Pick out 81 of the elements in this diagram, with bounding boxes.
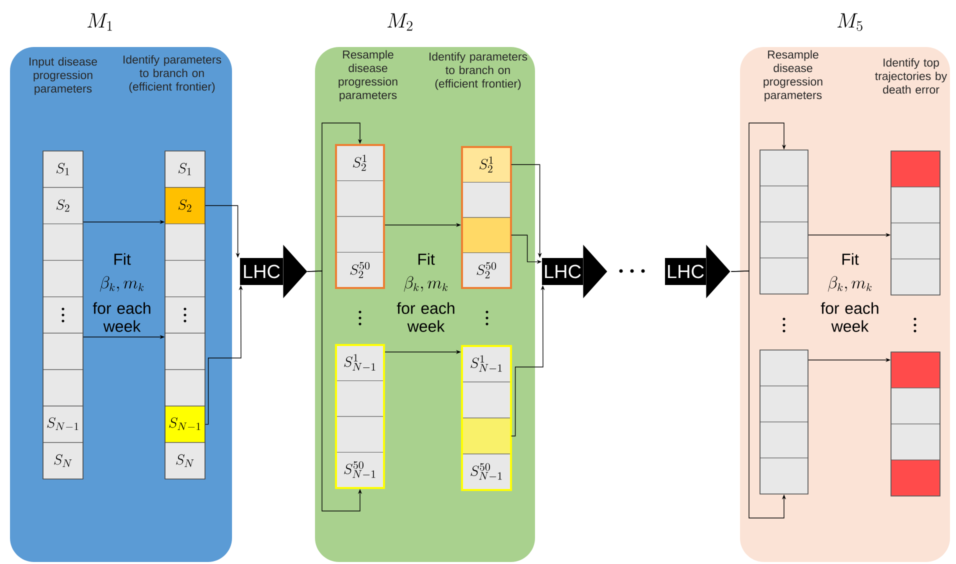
table-cell: $S_2^{50}$ — [336, 252, 384, 288]
table-cell — [890, 258, 940, 296]
cell-stack — [760, 350, 808, 494]
table-cell — [890, 352, 940, 388]
step-label: Fit — [114, 253, 131, 265]
table-cell: $S_N$ — [164, 442, 206, 480]
step-label: Fit — [418, 253, 435, 265]
cell-stack — [890, 150, 940, 296]
cell-stack — [760, 150, 808, 294]
step-label: Fit — [842, 253, 859, 265]
table-cell — [760, 386, 808, 422]
table-cell — [462, 217, 512, 254]
formula: $\beta_k,m_k$ — [828, 276, 872, 292]
table-cell — [760, 150, 808, 186]
table-cell — [462, 418, 512, 454]
table-cell — [336, 180, 384, 217]
table-cell — [760, 186, 808, 222]
table-cell: $S_2^1$ — [336, 144, 384, 182]
table-cell — [164, 332, 206, 370]
table-cell — [42, 260, 84, 298]
table-cell — [336, 380, 384, 417]
table-cell — [890, 460, 940, 496]
panel-heading: $M_5$ — [837, 13, 862, 31]
table-cell: $S_2$ — [42, 187, 84, 224]
cell-stack — [335, 344, 385, 489]
table-cell — [890, 222, 940, 260]
table-cell: $S_2^{50}$ — [462, 252, 512, 288]
table-cell — [760, 458, 808, 494]
table-cell — [336, 216, 384, 253]
cell-stack — [461, 345, 512, 491]
column-heading: Resample disease progression parameters — [338, 50, 398, 102]
cell-stack — [461, 146, 512, 289]
table-cell: $S_N$ — [42, 442, 84, 480]
table-cell — [42, 224, 84, 261]
table-cell: $S_{N-1}^1$ — [336, 344, 384, 382]
table-cell — [42, 296, 84, 334]
table-cell — [164, 296, 206, 334]
cell-stack — [335, 144, 385, 289]
table-cell — [890, 186, 940, 224]
table-cell — [462, 182, 512, 218]
table-cell: $S_{N-1}$ — [42, 406, 84, 443]
cell-stack — [164, 150, 206, 480]
table-cell — [164, 369, 206, 406]
table-cell: $S_{N-1}$ — [164, 406, 206, 443]
table-cell: $S_1$ — [164, 150, 206, 188]
table-cell — [462, 382, 512, 418]
step-label: for each week — [92, 302, 150, 332]
table-cell — [760, 350, 808, 386]
node-label: LHC — [545, 264, 581, 278]
table-cell: $S_{N-1}^{50}$ — [462, 454, 512, 490]
table-cell — [890, 424, 940, 460]
column-heading: Identify parameters to branch on (efficient frontier) — [430, 52, 528, 90]
column-heading: Identify top trajectories by death error — [875, 58, 948, 94]
table-cell — [760, 258, 808, 294]
table-cell: $S_{N-1}^1$ — [462, 346, 512, 382]
column-heading: Identify parameters to branch on (efficient frontier) — [124, 55, 222, 93]
table-cell: $S_2$ — [164, 187, 206, 224]
table-cell — [760, 422, 808, 458]
table-cell — [890, 388, 940, 424]
cell-stack — [890, 352, 940, 496]
table-cell — [42, 369, 84, 406]
step-label: for each week — [820, 302, 878, 332]
table-cell — [164, 224, 206, 261]
formula: $\beta_k,m_k$ — [100, 276, 144, 292]
table-cell: $S_{N-1}^{50}$ — [336, 452, 384, 488]
column-heading: Input disease progression parameters — [30, 57, 97, 95]
table-cell: $S_2^1$ — [462, 146, 512, 183]
table-cell — [336, 416, 384, 453]
table-cell — [760, 222, 808, 258]
table-cell: $S_1$ — [42, 150, 84, 188]
panel-heading: $M_2$ — [387, 13, 412, 31]
node-label: LHC — [668, 264, 704, 278]
formula: $\beta_k,m_k$ — [404, 276, 448, 292]
step-label: for each week — [396, 302, 454, 332]
column-heading: Resample disease progression parameters — [764, 50, 822, 102]
node-label: LHC — [244, 264, 280, 278]
cell-stack — [42, 150, 84, 480]
table-cell — [164, 260, 206, 298]
panel-heading: $M_1$ — [87, 13, 112, 31]
table-cell — [42, 332, 84, 370]
table-cell — [890, 150, 940, 188]
